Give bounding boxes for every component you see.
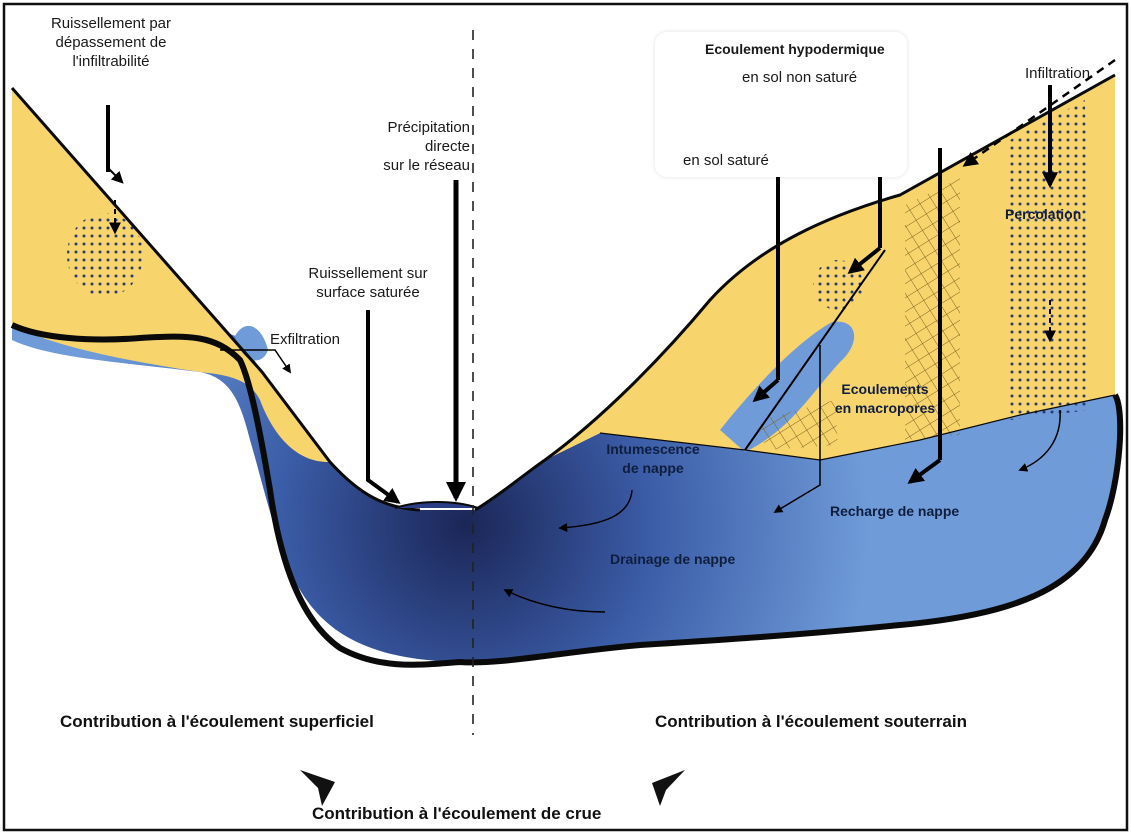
label-precipitation-line1: Précipitation — [387, 119, 470, 136]
arrow-infiltration-dashed — [962, 58, 1116, 167]
label-precipitation-line3: sur le réseau — [383, 157, 470, 174]
label-precipitation-line2: directe — [424, 138, 470, 155]
arrow-recharge-2 — [773, 345, 821, 513]
label-drainage: Drainage de nappe — [610, 551, 736, 567]
arrow-hypodermique-diag — [744, 249, 886, 451]
label-ruissellement-line1: Ruissellement par — [50, 15, 172, 32]
chevron-right-icon — [652, 770, 685, 806]
label-percolation: Percolation — [1005, 206, 1082, 222]
ground-surface-left — [10, 87, 421, 512]
label-ruissellement-depassement: Ruissellement par dépassement de l'infil… — [30, 14, 192, 71]
label-ruissellement-line2: dépassement de — [55, 34, 167, 51]
label-recharge: Recharge de nappe — [830, 503, 960, 519]
label-infiltration: Infiltration — [1025, 65, 1091, 82]
arrow-rde-bent — [107, 167, 124, 184]
label-intumescence-line1: Intumescence — [606, 441, 700, 457]
water-table — [599, 394, 1116, 461]
infiltration-dots-left — [67, 213, 143, 297]
label-sol-non-sature: en sol non saturé — [742, 69, 858, 86]
label-intumescence: Intumescence de nappe — [598, 440, 708, 478]
arrow-non-sature-head — [847, 246, 882, 274]
label-ruissellement-sature-line2: surface saturée — [316, 284, 420, 301]
arrow-drainage — [503, 589, 606, 613]
label-sol-sature: en sol saturé — [683, 152, 769, 169]
ground-surface-right — [474, 73, 1116, 512]
arrow-intumescence — [558, 489, 633, 533]
label-macropores-line2: en macropores — [834, 400, 936, 416]
arrow-recharge — [1018, 409, 1061, 472]
label-macropores-line1: Ecoulements — [841, 381, 929, 397]
left-soil-layer — [12, 88, 330, 463]
channel-water — [394, 501, 479, 509]
hypodermic-flow-box — [655, 32, 907, 177]
arrow-macropores-head — [907, 458, 942, 484]
label-ecoulements-macropores: Ecoulements en macropores — [820, 380, 950, 418]
macropore-hatching — [905, 178, 960, 440]
label-contrib-crue: Contribution à l'écoulement de crue — [312, 804, 602, 823]
label-exfiltration: Exfiltration — [270, 331, 341, 348]
label-contrib-souterrain: Contribution à l'écoulement souterrain — [655, 712, 967, 731]
label-ruissellement-line3: l'infiltrabilité — [72, 53, 150, 70]
macropore-hatching-2 — [760, 400, 838, 450]
bedrock-outline — [10, 322, 1124, 668]
arrow-exfiltration — [220, 349, 292, 374]
arrow-sol-sature-head — [752, 378, 780, 403]
arrow-ruissellement-sature — [366, 310, 401, 504]
label-ecoulement-hypodermique: Ecoulement hypodermique — [705, 41, 885, 57]
label-contrib-superficiel: Contribution à l'écoulement superficiel — [60, 712, 374, 731]
label-intumescence-line2: de nappe — [622, 460, 684, 476]
label-precipitation-directe: Précipitation directe sur le réseau — [340, 118, 470, 175]
label-ruissellement-sature: Ruissellement sur surface saturée — [288, 264, 448, 302]
label-ruissellement-sature-line1: Ruissellement sur — [308, 265, 428, 282]
percolation-dots — [1010, 100, 1090, 420]
chevron-left-icon — [300, 770, 335, 806]
